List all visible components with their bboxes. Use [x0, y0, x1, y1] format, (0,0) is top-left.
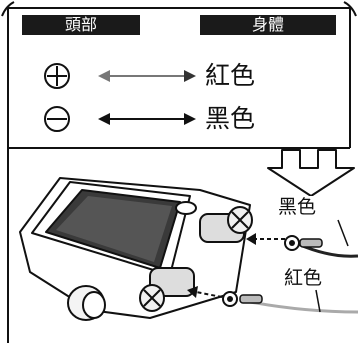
- negative-wire-label: 黑色: [205, 104, 256, 133]
- double-arrow-icon: [98, 113, 196, 125]
- body-header: 身體: [200, 15, 336, 35]
- connection-arrow-black: [246, 233, 285, 245]
- head-header: 頭部: [22, 15, 140, 35]
- black-wire: [284, 235, 358, 258]
- leader-line-red: [315, 289, 321, 313]
- black-wire-label: 黑色: [276, 196, 319, 218]
- leader-line-black: [337, 219, 349, 247]
- red-wire: [222, 291, 358, 314]
- double-arrow-icon: [98, 70, 196, 82]
- device-body: [19, 177, 251, 321]
- terminal-lower: [139, 267, 195, 312]
- positive-wire-label: 紅色: [205, 61, 256, 90]
- down-arrow-icon: [267, 149, 355, 197]
- connection-arrow-red: [187, 286, 223, 298]
- terminal-upper: [199, 206, 253, 243]
- plus-circle-icon: [44, 63, 70, 89]
- red-wire-label: 紅色: [282, 267, 325, 289]
- minus-circle-icon: [44, 106, 70, 132]
